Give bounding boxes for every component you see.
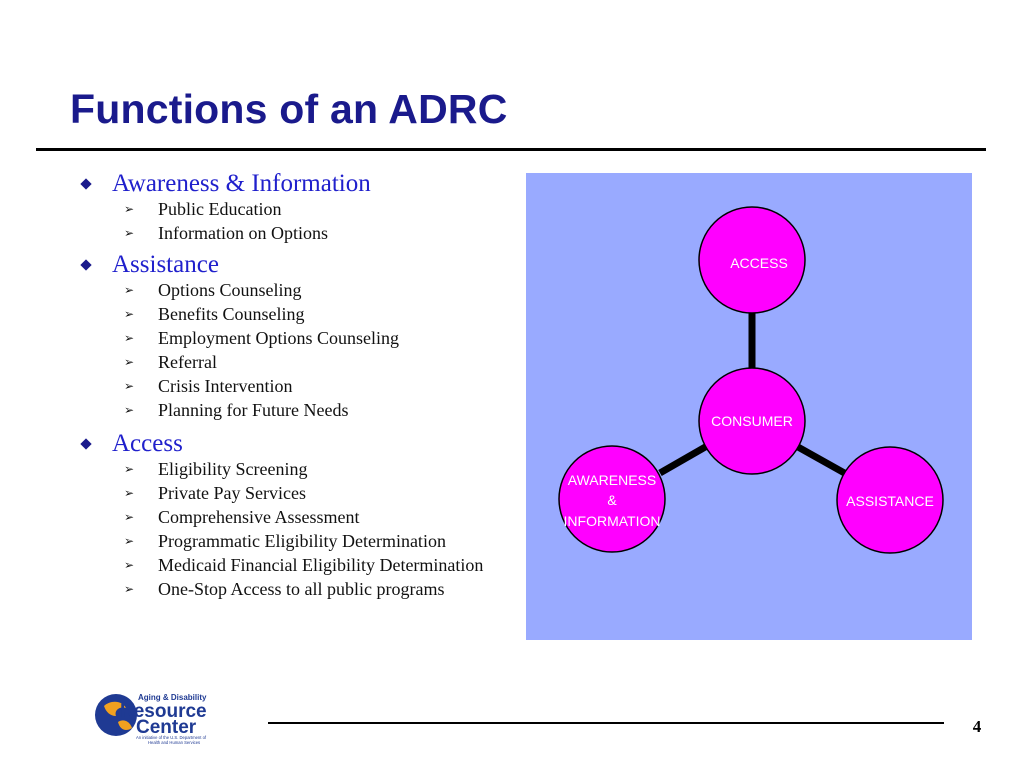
slide-title: Functions of an ADRC <box>70 86 508 132</box>
logo-line2: Resource <box>120 701 207 722</box>
diagram-connectors <box>658 313 850 479</box>
title-divider <box>36 148 986 151</box>
arrow-bullet-icon: ➢ <box>124 558 135 572</box>
connector-assistance <box>796 443 850 479</box>
logo-line1: Aging & Disability <box>138 693 207 702</box>
node-awareness-label-line2: & <box>607 492 617 508</box>
list-item: ➢Programmatic Eligibility Determination <box>124 531 446 551</box>
list-item: ➢Information on Options <box>124 223 328 243</box>
arrow-bullet-icon: ➢ <box>124 283 135 297</box>
diamond-bullet-icon <box>80 438 92 450</box>
node-consumer-label: CONSUMER <box>711 413 793 429</box>
node-assistance: ASSISTANCE <box>836 446 944 554</box>
footer-divider <box>268 722 944 724</box>
arrow-bullet-icon: ➢ <box>124 355 135 369</box>
list-item: ➢Eligibility Screening <box>124 459 308 479</box>
arrow-bullet-icon: ➢ <box>124 226 135 240</box>
arrow-bullet-icon: ➢ <box>124 534 135 548</box>
arrow-bullet-icon: ➢ <box>124 462 135 476</box>
arrow-bullet-icon: ➢ <box>124 379 135 393</box>
list-item: ➢Medicaid Financial Eligibility Determin… <box>124 555 484 575</box>
node-awareness-label-line1: AWARENESS <box>568 472 656 488</box>
bullet-list: Awareness & Information ➢Public Educatio… <box>78 168 508 605</box>
list-item: ➢Comprehensive Assessment <box>124 507 360 527</box>
node-access: ACCESS <box>698 206 806 314</box>
section-assistance: Assistance ➢Options Counseling ➢Benefits… <box>78 249 508 420</box>
list-item: ➢Employment Options Counseling <box>124 328 399 348</box>
section-heading: Assistance <box>112 251 219 278</box>
logo-tagline1: An initiative of the U.S. Department of <box>136 735 207 740</box>
page-number: 4 <box>972 717 982 736</box>
arrow-bullet-icon: ➢ <box>124 510 135 524</box>
section-access: Access ➢Eligibility Screening ➢Private P… <box>78 428 508 599</box>
node-access-label: ACCESS <box>730 255 788 271</box>
arrow-bullet-icon: ➢ <box>124 486 135 500</box>
arrow-bullet-icon: ➢ <box>124 331 135 345</box>
arrow-bullet-icon: ➢ <box>124 202 135 216</box>
list-item: ➢Public Education <box>124 199 282 219</box>
section-heading: Access <box>112 430 183 457</box>
diamond-bullet-icon <box>80 178 92 190</box>
list-item: ➢Planning for Future Needs <box>124 400 349 420</box>
list-item: ➢Benefits Counseling <box>124 304 305 324</box>
section-heading: Awareness & Information <box>112 170 371 197</box>
list-item: ➢Private Pay Services <box>124 483 306 503</box>
diagram-svg: ACCESS CONSUMER AWARENESS & INFORMATION … <box>558 206 944 554</box>
list-item: ➢Options Counseling <box>124 280 302 300</box>
section-awareness-information: Awareness & Information ➢Public Educatio… <box>78 168 508 243</box>
functions-diagram: ACCESS CONSUMER AWARENESS & INFORMATION … <box>526 173 972 640</box>
list-item: ➢Crisis Intervention <box>124 376 293 396</box>
node-consumer: CONSUMER <box>698 367 806 475</box>
logo-line3: Center <box>136 717 197 738</box>
adrc-logo: Aging & Disability Resource Center An in… <box>92 688 232 746</box>
node-assistance-label: ASSISTANCE <box>846 493 934 509</box>
node-awareness-information: AWARENESS & INFORMATION <box>558 445 666 553</box>
arrow-bullet-icon: ➢ <box>124 307 135 321</box>
arrow-bullet-icon: ➢ <box>124 403 135 417</box>
list-item: ➢Referral <box>124 352 217 372</box>
diamond-bullet-icon <box>80 259 92 271</box>
arrow-bullet-icon: ➢ <box>124 582 135 596</box>
node-awareness-label-line3: INFORMATION <box>564 513 661 529</box>
logo-tagline2: Health and Human Services <box>148 740 200 745</box>
list-item: ➢One-Stop Access to all public programs <box>124 579 445 599</box>
connector-awareness <box>658 442 709 477</box>
